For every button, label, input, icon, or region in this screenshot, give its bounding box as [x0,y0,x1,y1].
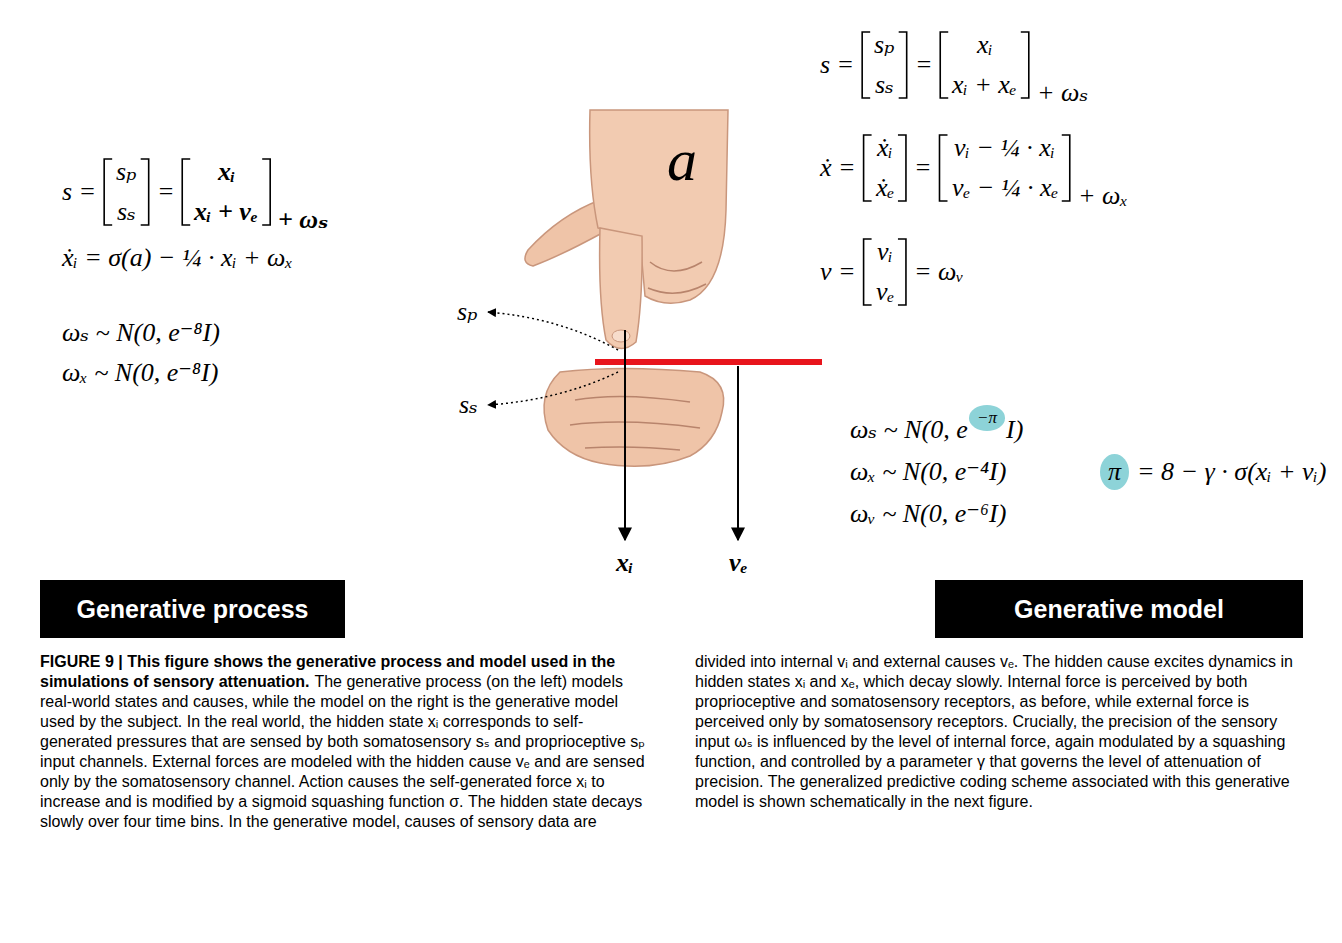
equation-term: ẋᵢ = σ(a) − ¼ · xᵢ + ωₓ [62,243,293,273]
matrix-bracket [864,135,872,201]
force-label: vₑ [729,548,748,578]
equation-term: vₑ [876,277,894,307]
lower-hand [544,369,724,467]
equation-term: ωᵥ ~ N(0, e⁻⁶I) [850,499,1006,529]
equation-term: sₛ [117,197,136,227]
equation-term: xᵢ + vₑ [194,197,258,227]
sensory-leader [488,312,618,350]
panel-title-box: Generative process [40,580,345,638]
equation-term: ωₛ ~ N(0, e⁻⁸I) [62,318,220,348]
matrix-bracket [898,239,906,305]
force-arrow [737,366,739,540]
equation-term: + ωₛ [278,205,328,235]
equation-term: v = [820,257,856,287]
equation-term: ẋᵢ [877,133,893,163]
equation-term: vₑ − ¼ · xₑ [952,173,1058,203]
matrix-bracket [862,32,870,98]
equation-term: + ωₓ [1078,181,1128,211]
equation-term: ωₓ ~ N(0, e⁻⁴I) [850,457,1006,487]
matrix-bracket [1062,135,1070,201]
sensory-leader [488,372,618,405]
force-arrow [624,330,626,540]
contact-bar [595,359,822,365]
equation-term: = 8 − γ · σ(xᵢ + vᵢ) [1137,457,1326,487]
equation-term: = ωᵥ [914,257,964,287]
panel-title: Generative model [1014,595,1224,624]
force-label: xᵢ [616,548,633,578]
matrix-bracket [104,159,112,225]
equation-term: s = [820,50,854,80]
equation-term: ẋ = [820,153,856,183]
equation-term: sₚ [116,157,137,187]
panel-title-box: Generative model [935,580,1303,638]
matrix-bracket [864,239,872,305]
equation-term: + ωₛ [1037,78,1088,108]
equation-term: sₚ [874,30,895,60]
matrix-bracket [182,159,190,225]
equation-term: vᵢ [877,237,893,267]
equation-term: ẋₑ [876,173,894,203]
equation-term: = [914,153,932,183]
channel-label: sₚ [457,297,478,327]
precision-term: π [1100,454,1129,490]
panel-title: Generative process [76,595,308,624]
figure-caption: FIGURE 9 | This figure shows the generat… [40,652,1302,832]
equation-term: xᵢ [977,30,993,60]
equation-term: ωₛ ~ N(0, e [850,415,968,445]
matrix-bracket [1021,32,1029,98]
action-label: a [667,127,697,193]
equation-term: I) [1006,415,1023,445]
matrix-bracket [940,32,948,98]
equation-term: xᵢ + xₑ [952,70,1017,100]
matrix-bracket [898,135,906,201]
equation-term: = [915,50,933,80]
precision-term: −π [969,405,1005,431]
equation-term: ωₓ ~ N(0, e⁻⁸I) [62,358,218,388]
equation-term: = [157,177,175,207]
equation-term: vᵢ − ¼ · xᵢ [954,133,1055,163]
matrix-bracket [940,135,948,201]
matrix-bracket [141,159,149,225]
equation-term: sₛ [875,70,894,100]
equation-term: s = [62,177,96,207]
matrix-bracket [899,32,907,98]
equation-term: xᵢ [218,157,235,187]
upper-hand [525,110,728,349]
matrix-bracket [262,159,270,225]
channel-label: sₛ [459,390,478,420]
